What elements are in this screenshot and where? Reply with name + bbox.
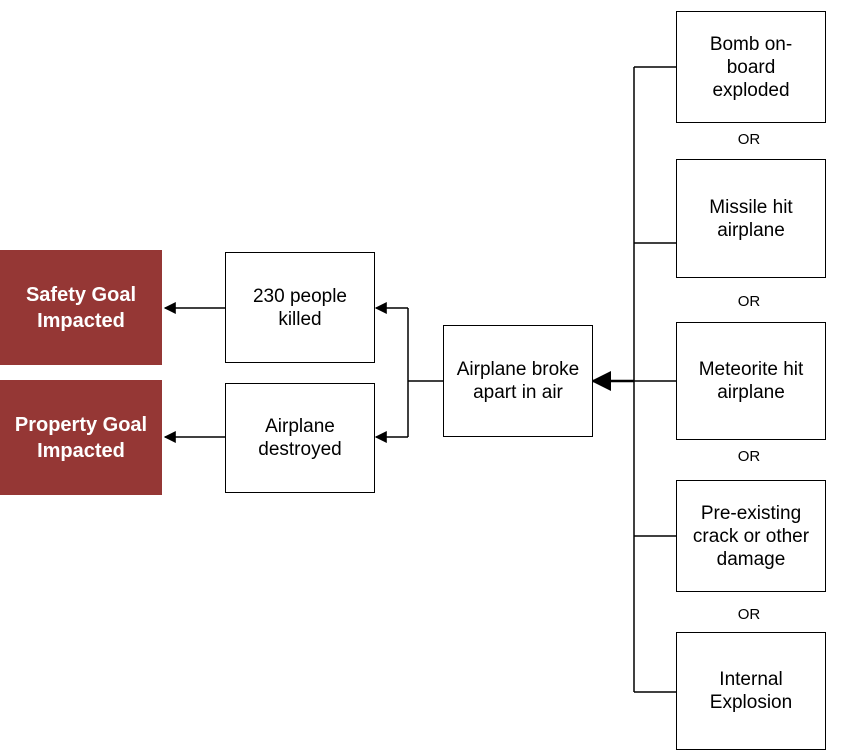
people-killed-box: 230 people killed <box>225 252 375 363</box>
cause-box-meteorite: Meteorite hit airplane <box>676 322 826 440</box>
or-label-2: OR <box>737 293 761 310</box>
airplane-destroyed-box: Airplane destroyed <box>225 383 375 493</box>
cause-box-missile: Missile hit airplane <box>676 159 826 278</box>
property-goal-box: Property Goal Impacted <box>0 380 162 495</box>
safety-goal-box: Safety Goal Impacted <box>0 250 162 365</box>
or-label-1: OR <box>737 131 761 148</box>
top-event-box: Airplane broke apart in air <box>443 325 593 437</box>
cause-box-internal-explosion: Internal Explosion <box>676 632 826 750</box>
cause-box-crack: Pre-existing crack or other damage <box>676 480 826 592</box>
or-label-4: OR <box>737 606 761 623</box>
cause-box-bomb: Bomb on- board exploded <box>676 11 826 123</box>
or-label-3: OR <box>737 448 761 465</box>
